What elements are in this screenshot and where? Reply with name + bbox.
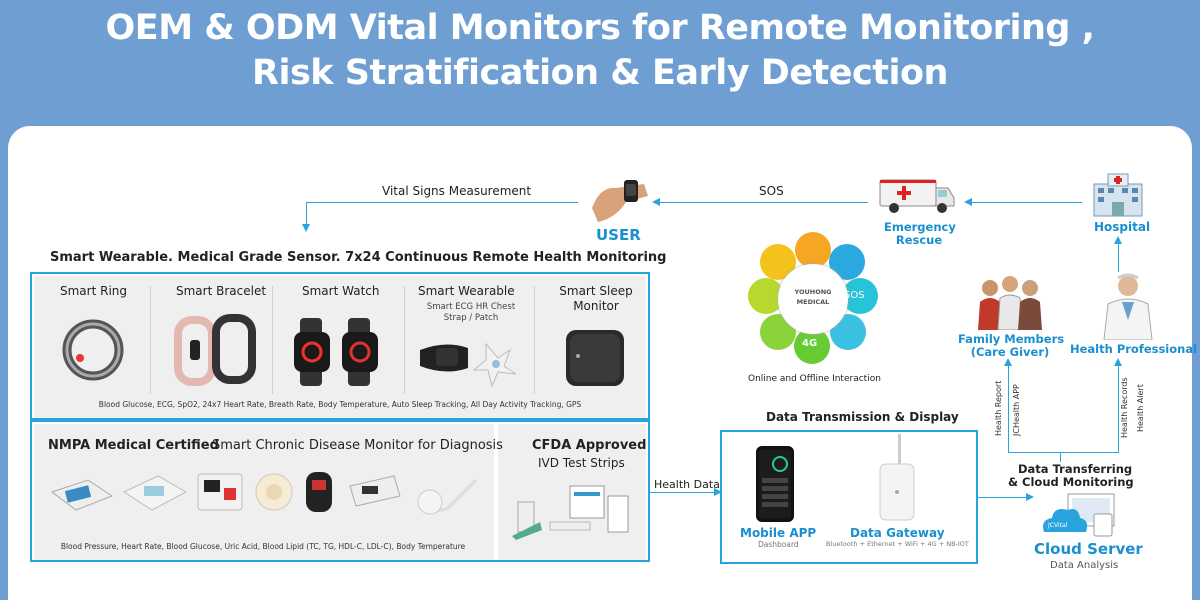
petal-satellite-icon [842, 278, 878, 314]
arrow-right-icon [714, 488, 722, 496]
petal-heart-icon [795, 232, 831, 268]
device-sub-wearable: Smart ECG HR Chest Strap / Patch [426, 302, 516, 323]
nmpa-label: NMPA Medical Certified [48, 438, 219, 453]
vital-signs-label: Vital Signs Measurement [382, 184, 532, 198]
wheel-caption: Online and Offline Interaction [748, 374, 881, 384]
arrow-left-icon [652, 198, 660, 206]
transmission-heading: Data Transmission & Display [766, 410, 959, 424]
health-records-label: Health Records [1120, 377, 1129, 438]
ambulance-icon [878, 176, 956, 216]
wearables-bg [34, 276, 646, 418]
page-header: OEM & ODM Vital Monitors for Remote Moni… [0, 0, 1200, 126]
page-title-line2: Risk Stratification & Early Detection [252, 53, 948, 93]
data-analysis-label: Data Analysis [1050, 560, 1119, 571]
device-title-sleep: Smart Sleep Monitor [559, 284, 633, 313]
emergency-label-line2: Rescue [895, 233, 943, 247]
data-gateway-sub: Bluetooth + Ethernet + WiFi + 4G + NB-IO… [826, 540, 969, 548]
family-members-image [970, 274, 1050, 331]
device-title-watch: Smart Watch [302, 284, 380, 298]
dashboard-label: Dashboard [758, 540, 799, 549]
jchealth-app-label: JCHealth APP [1012, 384, 1021, 436]
smart-sleep-monitor-image [562, 326, 628, 392]
flow-line-family [1008, 362, 1009, 452]
interaction-wheel: YOUHONG MEDICAL SOS 4G [746, 232, 880, 366]
user-wrist-icon [586, 178, 656, 226]
cfda-sub: IVD Test Strips [538, 456, 625, 470]
arrow-right-icon [1026, 493, 1034, 501]
device-title-ring: Smart Ring [60, 284, 128, 298]
wearables-panel: Smart Ring Smart Bracelet Smart Watch Sm… [30, 272, 650, 420]
smart-watch-image [292, 314, 388, 390]
wheel-4g-label: 4G [802, 338, 818, 349]
divider [534, 286, 535, 394]
wearables-heading: Smart Wearable. Medical Grade Sensor. 7x… [50, 250, 667, 265]
divider [272, 286, 273, 394]
chronic-title: Smart Chronic Disease Monitor for Diagno… [212, 438, 503, 453]
flow-line-user-left [306, 202, 578, 203]
hospital-icon [1090, 172, 1146, 218]
data-gateway-image [874, 434, 920, 526]
diagram-card: Vital Signs Measurement USER SOS Emergen… [8, 126, 1197, 600]
flow-line-up-hospital [1118, 242, 1119, 272]
transfer-label-line2: & Cloud Monitoring [1008, 475, 1134, 489]
health-professional-image [1098, 272, 1158, 341]
data-gateway-label: Data Gateway [850, 526, 945, 540]
arrow-down-icon [302, 224, 310, 232]
mobile-phone-image [756, 446, 794, 522]
user-label: USER [596, 226, 641, 244]
flow-line-join-down [1060, 452, 1061, 462]
cloud-server-image [1038, 492, 1118, 538]
family-label-line2: (Care Giver) [970, 345, 1050, 359]
sos-label: SOS [759, 184, 784, 198]
health-professional-label: Health Professional [1070, 342, 1198, 356]
transmission-panel: Mobile APP Dashboard Data Gateway Blueto… [720, 430, 978, 564]
arrow-up-icon [1004, 358, 1012, 366]
health-report-label: Health Report [994, 380, 1003, 436]
arrow-left-icon [964, 198, 972, 206]
flow-line-health-data [650, 492, 716, 493]
divider [404, 286, 405, 394]
divider [150, 286, 151, 394]
arrow-up-icon [1114, 358, 1122, 366]
flow-line-professional [1118, 362, 1119, 452]
flow-line-to-cloud [978, 497, 1028, 498]
wearables-features: Blood Glucose, ECG, SpO2, 24x7 Heart Rat… [98, 400, 582, 409]
petal-4g-icon [794, 328, 830, 364]
smart-bracelet-image [172, 312, 262, 388]
transfer-label-line1: Data Transferring [1018, 462, 1133, 476]
cloud-server-label: Cloud Server [1034, 540, 1143, 558]
family-label-line1: Family Members [958, 332, 1065, 346]
hospital-label: Hospital [1094, 220, 1151, 234]
health-data-label: Health Data [654, 478, 720, 491]
cfda-label: CFDA Approved [532, 438, 647, 453]
wheel-sos-label: SOS [844, 290, 865, 301]
wheel-center [778, 264, 848, 334]
arrow-up-icon [1114, 236, 1122, 244]
device-title-wearable: Smart Wearable [418, 284, 515, 298]
wheel-center-line2: MEDICAL [796, 298, 830, 306]
smart-ring-image [58, 314, 128, 384]
smart-chest-strap-image [416, 330, 526, 390]
emergency-label-line1: Emergency [884, 220, 956, 234]
flow-line-hospital [970, 202, 1082, 203]
test-strips-image [510, 482, 636, 546]
chronic-devices-image [48, 466, 488, 526]
wheel-center-line1: YOUHONG [794, 288, 832, 296]
chronic-features: Blood Pressure, Heart Rate, Blood Glucos… [60, 542, 466, 551]
mobile-app-label: Mobile APP [740, 526, 817, 540]
flow-line-sos [658, 202, 868, 203]
health-alert-label: Health Alert [1136, 384, 1145, 432]
flow-line-join [1008, 452, 1119, 453]
flow-line-down [306, 202, 307, 226]
page-title-line1: OEM & ODM Vital Monitors for Remote Moni… [105, 8, 1095, 48]
jcvital-logo: JCVital [1048, 522, 1068, 529]
chronic-panel: NMPA Medical Certified Smart Chronic Dis… [30, 420, 650, 562]
device-title-bracelet: Smart Bracelet [176, 284, 267, 298]
